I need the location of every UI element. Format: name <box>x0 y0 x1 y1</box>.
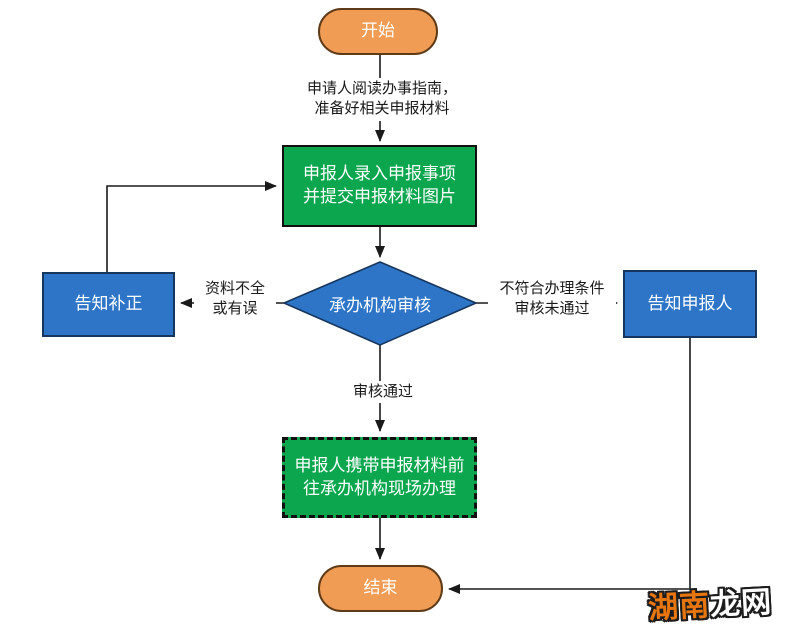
notify-correction-label: 告知补正 <box>74 294 143 314</box>
notify-correction-node: 告知补正 <box>42 272 175 337</box>
edge-label-incomplete: 资料不全 或有误 <box>194 278 276 321</box>
edge-correction-to-entry <box>106 181 277 272</box>
decision-node-label: 承办机构审核 <box>329 296 431 315</box>
edge-label-prepare: 申请人阅读办事指南， 准备好相关申报材料 <box>285 78 479 121</box>
edge-label-approved: 审核通过 <box>342 381 424 404</box>
entry-process-label: 申报人录入申报事项 并提交申报材料图片 <box>303 164 456 206</box>
end-node-label: 结束 <box>363 578 398 598</box>
notify-applicant-label: 告知申报人 <box>647 293 733 313</box>
notify-applicant-node: 告知申报人 <box>623 270 757 338</box>
entry-process-node: 申报人录入申报事项 并提交申报材料图片 <box>282 145 477 227</box>
onsite-process-node: 申报人携带申报材料前 往承办机构现场办理 <box>282 437 477 518</box>
watermark-part1: 湖南 <box>647 589 712 624</box>
edge-applicant-to-end <box>448 338 691 594</box>
edge-label-rejected: 不符合办理条件 审核未通过 <box>488 278 616 321</box>
watermark-part2: 龙网 <box>709 585 773 622</box>
start-node-label: 开始 <box>361 21 395 41</box>
start-node: 开始 <box>318 8 438 55</box>
end-node: 结束 <box>318 565 443 612</box>
decision-diamond-shape <box>281 261 479 346</box>
onsite-process-label: 申报人携带申报材料前 往承办机构现场办理 <box>294 455 465 498</box>
site-watermark: 湖南龙网 <box>647 577 773 624</box>
